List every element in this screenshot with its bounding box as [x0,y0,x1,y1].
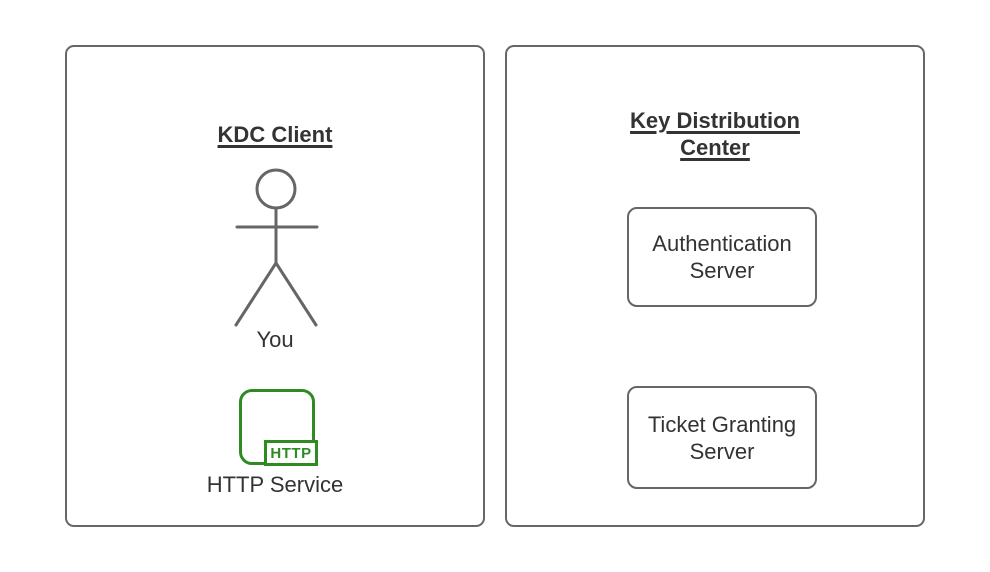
http-badge: HTTP [264,440,318,466]
kdc-client-panel: KDC Client You HTTP HTTP Service [65,45,485,527]
stick-figure-icon [234,168,319,327]
ticket-granting-server-node: Ticket Granting Server [627,386,817,489]
authentication-server-label: Authentication Server [652,231,792,283]
authentication-server-node: Authentication Server [627,207,817,307]
kdc-client-title: KDC Client [217,122,333,148]
key-distribution-center-panel: Key Distribution Center Authentication S… [505,45,925,527]
http-service-label: HTTP Service [206,472,344,497]
actor-label: You [256,327,294,352]
key-distribution-center-title: Key Distribution Center [630,108,800,161]
ticket-granting-server-label: Ticket Granting Server [647,411,797,464]
